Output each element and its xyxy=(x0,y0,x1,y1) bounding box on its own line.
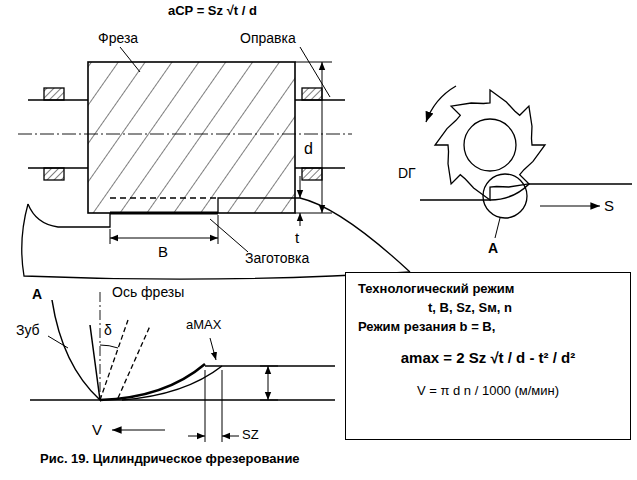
cutter-side-view xyxy=(420,86,632,238)
part-label: Зуб xyxy=(16,322,40,338)
rotation-arrow xyxy=(426,86,456,122)
workpiece-outline xyxy=(28,204,110,227)
extension-line xyxy=(110,215,218,244)
cutting-path xyxy=(122,366,222,400)
cutting-path xyxy=(100,364,205,400)
part-label: S xyxy=(604,197,614,214)
part-label: V xyxy=(92,421,102,438)
dimension-line xyxy=(268,366,269,400)
parameter-text: t, B, Sz, Sм, n xyxy=(428,300,618,317)
part-label: A xyxy=(32,286,42,302)
parameter-text: Режим резания b = B, xyxy=(358,319,618,336)
extension-line xyxy=(295,62,332,213)
parameter-text: amax = 2 Sz √t / d - t² / d² xyxy=(358,348,618,368)
workpiece-outline xyxy=(218,198,410,272)
dimension-t xyxy=(300,213,301,226)
part-label: SZ xyxy=(242,428,259,443)
part-label: Заготовка xyxy=(245,250,309,266)
machined-surface xyxy=(30,399,335,400)
angle-arc xyxy=(100,345,118,348)
spacer-ring xyxy=(44,88,64,100)
machined-surface xyxy=(110,212,218,215)
dimension-sz xyxy=(188,436,205,437)
cutter-axis xyxy=(100,292,101,400)
leader-line xyxy=(210,219,248,252)
parameters-box: Технологический режим t, B, Sz, Sм, n Режи… xyxy=(345,272,631,440)
detail-circle xyxy=(483,174,527,218)
part-label: aMAX xyxy=(186,318,221,333)
arbor-hole xyxy=(464,119,516,171)
part-label: Фреза xyxy=(98,30,138,46)
figure-caption: Рис. 19. Цилиндрическое фрезерование xyxy=(40,452,300,467)
dimension-t xyxy=(300,176,301,198)
leader-line xyxy=(300,47,330,97)
part-label: A xyxy=(488,240,498,256)
tooth-position xyxy=(100,320,150,400)
dimension-sz xyxy=(222,436,239,437)
leader-line xyxy=(495,218,500,238)
dimension-b xyxy=(110,238,218,239)
part-label: δ xyxy=(104,322,112,338)
leader-line xyxy=(120,47,140,72)
workpiece-outline xyxy=(22,204,410,279)
extension-line xyxy=(260,366,278,400)
spacer-ring xyxy=(44,168,64,180)
part-label: Оправка xyxy=(240,30,296,46)
removed-layer xyxy=(110,197,218,198)
workpiece xyxy=(22,198,410,279)
part-label: aCP = Sz √t / d xyxy=(168,4,257,19)
part-label: t xyxy=(295,229,299,246)
cylindrical-cutter xyxy=(88,62,295,213)
part-label: Ось фрезы xyxy=(112,284,184,300)
part-label: DГ xyxy=(398,165,416,181)
tooth-profile xyxy=(52,300,100,400)
parameter-text: V = π d n / 1000 (м/мин) xyxy=(358,383,618,400)
dimension-lines xyxy=(110,47,332,252)
leader-line xyxy=(48,336,68,348)
part-label: d xyxy=(304,140,313,158)
extension-line xyxy=(205,370,222,442)
spacer-ring xyxy=(302,168,322,180)
feed-arrow xyxy=(540,205,600,206)
parameter-text: Технологический режим xyxy=(358,281,618,298)
detail-a xyxy=(30,292,335,442)
velocity-arrow xyxy=(112,429,165,430)
spacer-ring xyxy=(302,88,322,100)
chip-thickness-arrow xyxy=(210,338,216,360)
part-label: B xyxy=(158,243,168,260)
